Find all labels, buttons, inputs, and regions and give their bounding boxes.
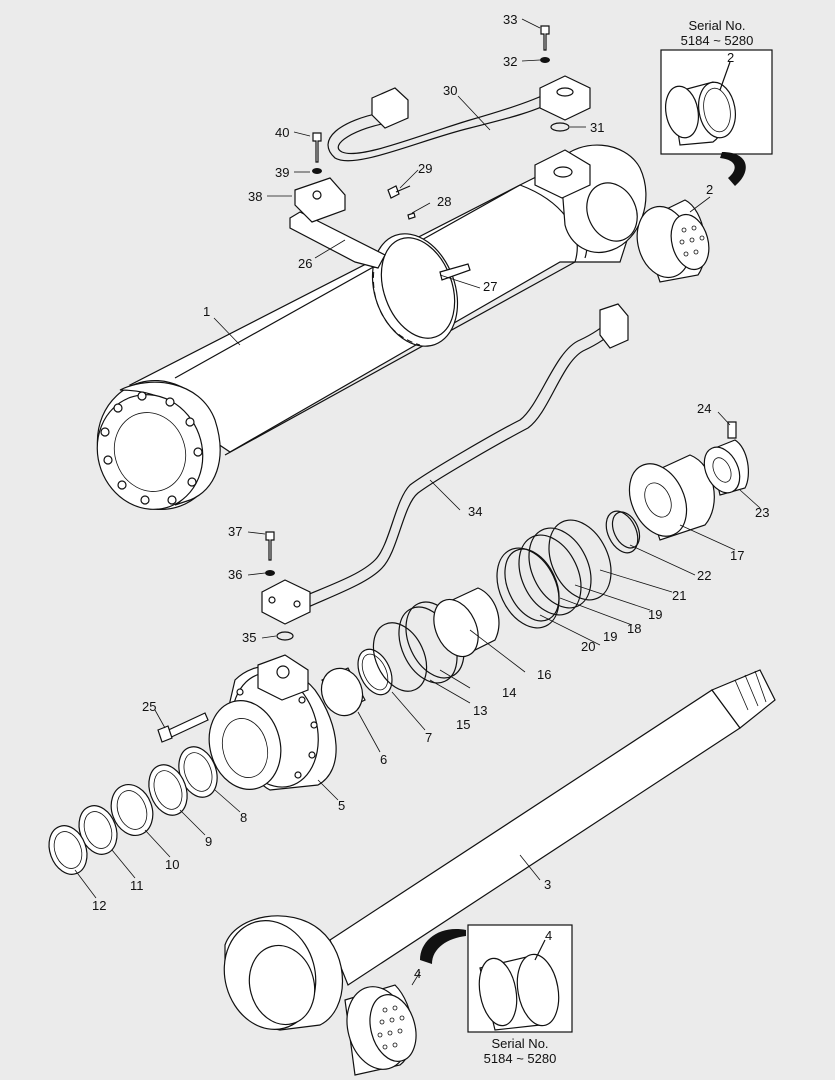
bushing-holes-2 [679, 225, 705, 257]
inset-bottom-serial-label: Serial No. [491, 1036, 548, 1051]
cylinder-head [208, 654, 337, 791]
inset-top-part-number: 2 [727, 50, 734, 65]
piston-rod [223, 669, 776, 1031]
callout-19a: 19 [648, 607, 662, 622]
callout-7: 7 [425, 730, 432, 745]
callout-13: 13 [473, 703, 487, 718]
callout-17: 17 [730, 548, 744, 563]
callout-9: 9 [205, 834, 212, 849]
callout-11: 11 [130, 878, 144, 893]
inset-bottom-serial-range: 5184 ~ 5280 [484, 1051, 557, 1066]
small-hardware [265, 25, 570, 641]
flange-bolt-holes [100, 391, 203, 505]
callout-4: 4 [414, 966, 421, 981]
piston-sleeve [433, 587, 500, 658]
inset-bottom-labels: 4 Serial No. 5184 ~ 5280 [484, 928, 557, 1066]
cylinder-tube [96, 144, 647, 511]
piston [628, 454, 715, 541]
callout-29: 29 [418, 161, 432, 176]
bolt-25 [157, 712, 209, 743]
bushing-and-ring [320, 648, 393, 717]
callout-34: 34 [468, 504, 482, 519]
bushing-holes [377, 1005, 405, 1050]
pipe-bracket [289, 177, 386, 269]
rod-bushing [344, 984, 417, 1076]
callout-21: 21 [672, 588, 686, 603]
inset-top-labels: Serial No. 5184 ~ 5280 2 [681, 18, 754, 65]
callout-22: 22 [697, 568, 711, 583]
callout-25: 25 [142, 699, 156, 714]
callout-20: 20 [581, 639, 595, 654]
upper-pipe [327, 75, 591, 162]
inset-bottom [420, 924, 573, 1033]
inset-top-serial-range: 5184 ~ 5280 [681, 33, 754, 48]
callout-16: 16 [537, 667, 551, 682]
callout-14: 14 [502, 685, 516, 700]
clamp-band [371, 233, 471, 347]
callout-27: 27 [483, 279, 497, 294]
callout-32: 32 [503, 54, 517, 69]
callout-2: 2 [706, 182, 713, 197]
tube-bushing [636, 199, 710, 283]
callout-26: 26 [298, 256, 312, 271]
callout-10: 10 [165, 857, 179, 872]
callout-12: 12 [92, 898, 106, 913]
inset-top [660, 49, 773, 186]
callout-40: 40 [275, 125, 289, 140]
lower-pipe [261, 303, 629, 625]
leader-lines [74, 18, 761, 986]
callout-36: 36 [228, 567, 242, 582]
callout-38: 38 [248, 189, 262, 204]
callout-30: 30 [443, 83, 457, 98]
callout-35: 35 [242, 630, 256, 645]
callout-labels: 1 2 3 4 5 6 7 8 9 10 11 12 13 14 15 16 1… [92, 12, 769, 981]
callout-33: 33 [503, 12, 517, 27]
seal-rings-head [48, 746, 218, 875]
callout-8: 8 [240, 810, 247, 825]
callout-23: 23 [755, 505, 769, 520]
piston-nut [703, 421, 749, 496]
callout-15: 15 [456, 717, 470, 732]
callout-37: 37 [228, 524, 242, 539]
callout-28: 28 [437, 194, 451, 209]
callout-3: 3 [544, 877, 551, 892]
inset-top-serial-label: Serial No. [688, 18, 745, 33]
callout-19b: 19 [603, 629, 617, 644]
callout-18: 18 [627, 621, 641, 636]
callout-5: 5 [338, 798, 345, 813]
piston-seals [496, 510, 641, 629]
callout-6: 6 [380, 752, 387, 767]
callout-1: 1 [203, 304, 210, 319]
inset-bottom-part-number: 4 [545, 928, 552, 943]
callout-31: 31 [590, 120, 604, 135]
callout-39: 39 [275, 165, 289, 180]
callout-24: 24 [697, 401, 711, 416]
